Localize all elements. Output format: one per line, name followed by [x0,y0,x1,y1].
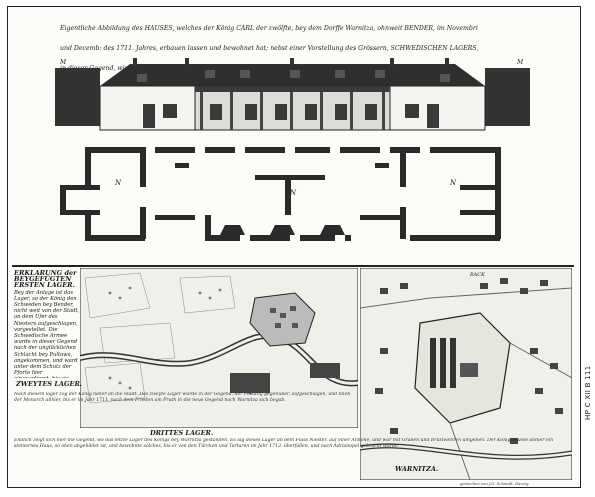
plan-label-right: N [449,179,457,187]
engraver-imprint: gestochen von J.G. Schmidt, Danzig [460,481,529,486]
second-camp-label: ZWEYTES LAGER. [16,380,83,388]
right-map-title: WARNITZA. [395,465,439,473]
floor-plan: N N N [60,147,501,241]
title-line-1: Eigentliche Abbildung des HAUSES, welche… [60,25,478,32]
section-divider [12,265,574,267]
archive-shelfmark: HP C XII B 111 [584,365,592,420]
title-line-2: und Decemb: des 1711. Jahres, erbauen la… [60,45,479,52]
house-elevation: M M [55,58,530,131]
legend-heading: ERKLÄRUNG der BEYGEFÜGTEN ERSTEN LAGER. [14,270,77,290]
legend-first-camp: ERKLÄRUNG der BEYGEFÜGTEN ERSTEN LAGER. … [14,270,80,378]
third-camp-note: Endlich zeigt sich hier die Gegend, wo d… [14,438,554,449]
legend-text: Bey der Anlage ist das Lager, so der Kön… [14,289,80,378]
third-camp-label: DRITTES LAGER. [150,429,214,437]
bender-map [80,268,358,428]
second-camp-note: Nach diesem lager zog der König näher an… [14,392,351,403]
warnitza-map [360,268,572,480]
right-map-top-label: BACK [470,272,485,278]
elevation-label-left: M [59,59,67,66]
plan-label-center: N [289,189,297,197]
elevation-label-right: M [516,59,524,66]
plan-label-left: N [114,179,122,187]
